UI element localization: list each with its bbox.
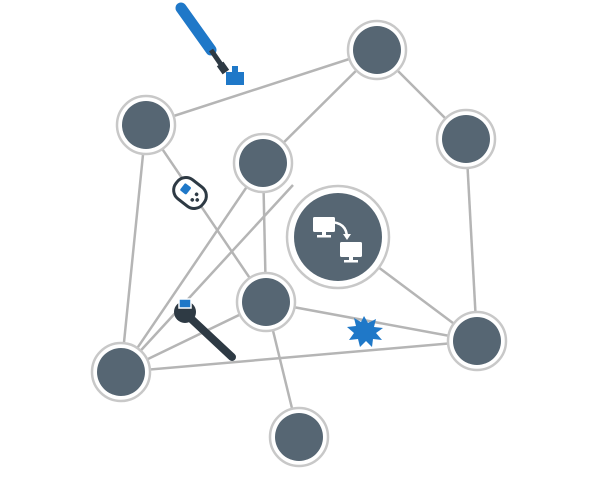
node-n4: [346, 19, 408, 81]
network-computers-icon: [313, 217, 362, 263]
nodes-layer: [90, 19, 508, 468]
edge-n2-n5: [144, 124, 268, 303]
node-core: [453, 317, 501, 365]
hub-node: [285, 184, 391, 290]
node-n5: [235, 271, 297, 333]
node-core: [442, 115, 490, 163]
node-core: [242, 278, 290, 326]
edge-n6-n8: [464, 138, 479, 342]
node-core: [97, 348, 145, 396]
broken-link-burst-icon: [347, 316, 383, 347]
node-n3: [232, 132, 294, 194]
node-n2: [115, 94, 177, 156]
edge-n7-n8: [120, 339, 478, 374]
node-n7: [90, 341, 152, 403]
wrench-icon: [174, 298, 236, 361]
edge-n2-n4: [145, 48, 378, 127]
hub-core: [294, 193, 382, 281]
node-n8: [446, 310, 508, 372]
node-n6: [435, 108, 497, 170]
node-n9: [268, 406, 330, 468]
edge-n3-n7: [119, 162, 265, 373]
node-core: [122, 101, 170, 149]
edge-n2-n7: [119, 124, 148, 373]
node-core: [353, 26, 401, 74]
remote-control-icon: [172, 176, 208, 210]
cable-plug-icon: [175, 2, 244, 85]
edge-n7-n3x: [120, 184, 294, 373]
node-core: [239, 139, 287, 187]
node-core: [275, 413, 323, 461]
